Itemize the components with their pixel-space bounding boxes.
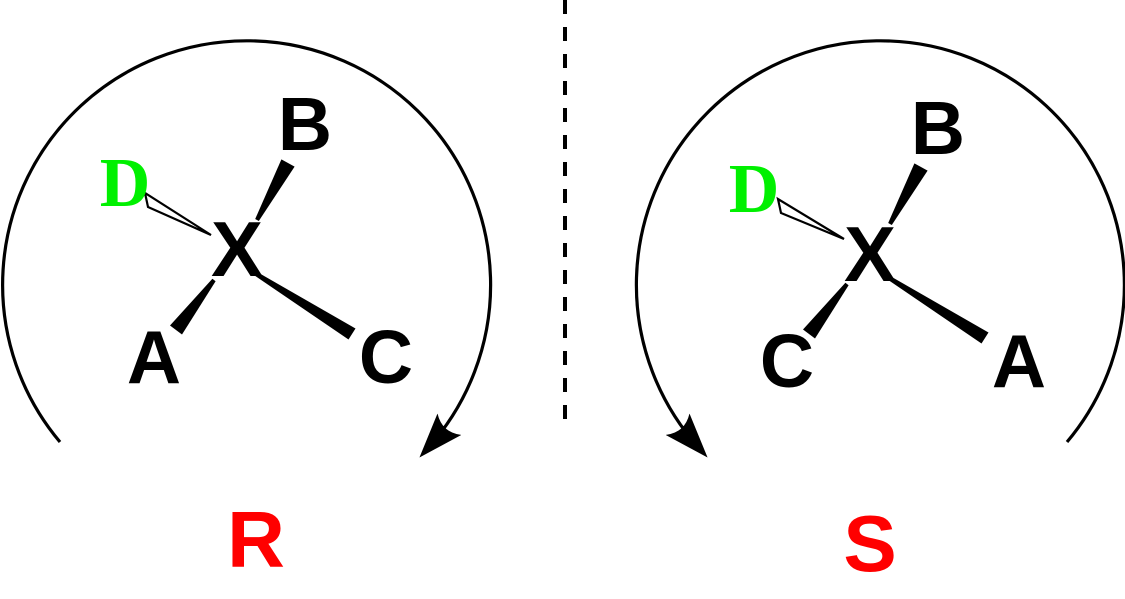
config-label-s: S: [843, 499, 896, 588]
substituent-c-label: C: [359, 315, 413, 399]
substituent-b-label: B: [911, 86, 965, 170]
bond-x-a-solid-wedge: [884, 274, 989, 344]
bond-x-c-solid-wedge: [251, 270, 356, 340]
bond-x-b-solid-wedge: [255, 159, 295, 221]
chiral-center-label: X: [211, 205, 263, 293]
substituent-d-label: D: [729, 151, 780, 228]
bond-x-b-solid-wedge: [888, 163, 928, 225]
substituent-b-label: B: [278, 82, 332, 166]
panel-s-configuration: X B D C A S: [634, 39, 1125, 588]
bond-x-c-solid-wedge: [803, 282, 849, 339]
clockwise-rotation-arrow: [1, 39, 493, 458]
bond-x-a-solid-wedge: [170, 278, 216, 335]
substituent-a-label: A: [127, 315, 181, 399]
counterclockwise-rotation-arrow: [634, 39, 1125, 458]
panel-r-configuration: X B D A C R: [1, 39, 493, 584]
substituent-c-label: C: [760, 319, 814, 403]
bond-x-d-hollow-wedge: [143, 190, 212, 237]
substituent-a-label: A: [992, 319, 1046, 403]
bond-x-d-hollow-wedge: [776, 196, 845, 241]
substituent-d-label: D: [100, 145, 151, 222]
chiral-center-label: X: [844, 210, 896, 298]
config-label-r: R: [227, 495, 285, 584]
